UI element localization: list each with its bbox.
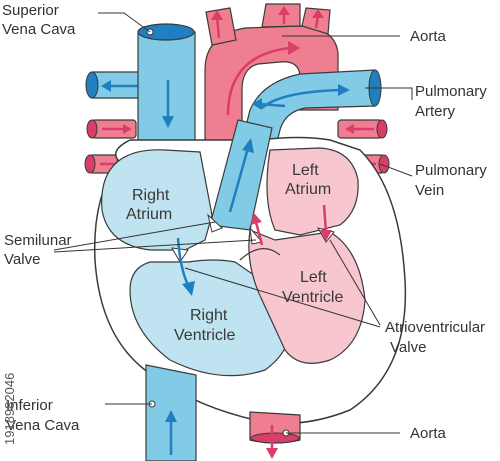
label-right-ventricle-line2: Ventricle: [174, 327, 235, 344]
label-left-ventricle-line1: Left: [300, 269, 327, 286]
label-pulmonary-artery-line2: Artery: [415, 103, 456, 120]
label-inferior-vena-cava-line2: Vena Cava: [6, 417, 80, 434]
vessel-opening: [378, 154, 390, 174]
label-semilunar-valve-line1: Semilunar: [4, 232, 72, 249]
flow-arrow: [242, 138, 254, 153]
label-left-atrium-line1: Left: [292, 162, 319, 179]
label-superior-vena-cava-line2: Vena Cava: [2, 21, 76, 38]
flow-arrow: [322, 204, 328, 233]
left-atrium: [266, 147, 359, 236]
semilunar-valve-leaflet: [207, 213, 223, 233]
label-pulmonary-artery-line1: Pulmonary: [415, 83, 487, 100]
aortic-branch: [205, 7, 237, 46]
flow-arrow: [176, 237, 190, 286]
flow-arrow: [312, 9, 324, 18]
flow-arrow: [252, 98, 262, 110]
label-aorta-bottom: Aorta: [410, 425, 447, 442]
label-right-ventricle-line1: Right: [190, 307, 228, 324]
leader-lines: [53, 12, 413, 434]
label-atrioventricular-valve-line2: Valve: [390, 339, 426, 356]
flow-arrow: [266, 448, 278, 459]
label-pulmonary-vein-line2: Vein: [415, 182, 444, 199]
vessel-opening: [137, 23, 195, 41]
label-aorta-top: Aorta: [410, 28, 447, 45]
label-right-atrium-line1: Right: [132, 187, 170, 204]
flow-arrow: [123, 124, 132, 134]
flow-arrow: [345, 124, 354, 134]
label-atrioventricular-valve-line1: Atrioventricular: [385, 319, 485, 336]
flow-arrow: [165, 410, 177, 422]
right-ventricle: [129, 259, 293, 377]
flow-arrow: [162, 116, 174, 128]
left-ventricle: [248, 229, 366, 364]
flow-arrow: [226, 46, 291, 116]
vessel-opening: [84, 154, 96, 174]
flow-arrow: [182, 281, 195, 296]
septum: [239, 248, 281, 261]
vessel-opening: [376, 119, 388, 139]
flow-arrow: [211, 10, 223, 20]
vessel-opening: [86, 119, 98, 139]
label-left-atrium-line2: Atrium: [285, 181, 331, 198]
flow-arrow: [250, 213, 262, 225]
right-atrium: [101, 149, 213, 251]
flow-arrow: [288, 41, 300, 55]
label-semilunar-valve-line2: Valve: [4, 251, 40, 268]
label-right-atrium-line2: Atrium: [126, 206, 172, 223]
watermark-id: 1918982046: [2, 373, 17, 445]
flow-arrow: [320, 230, 332, 241]
label-inferior-vena-cava-line1: Inferior: [6, 397, 53, 414]
flow-arrow: [278, 6, 290, 15]
label-left-ventricle-line2: Ventricle: [282, 289, 343, 306]
label-pulmonary-vein-line1: Pulmonary: [415, 162, 487, 179]
flow-arrow: [101, 80, 111, 92]
label-superior-vena-cava-line1: Superior: [2, 2, 59, 19]
flow-arrow: [338, 84, 350, 96]
aortic-branch: [261, 3, 301, 28]
flow-arrow: [254, 221, 264, 246]
vessel-opening: [85, 71, 99, 99]
vessel-opening: [250, 432, 300, 444]
flow-arrow: [228, 147, 250, 213]
flow-arrow: [259, 102, 286, 108]
